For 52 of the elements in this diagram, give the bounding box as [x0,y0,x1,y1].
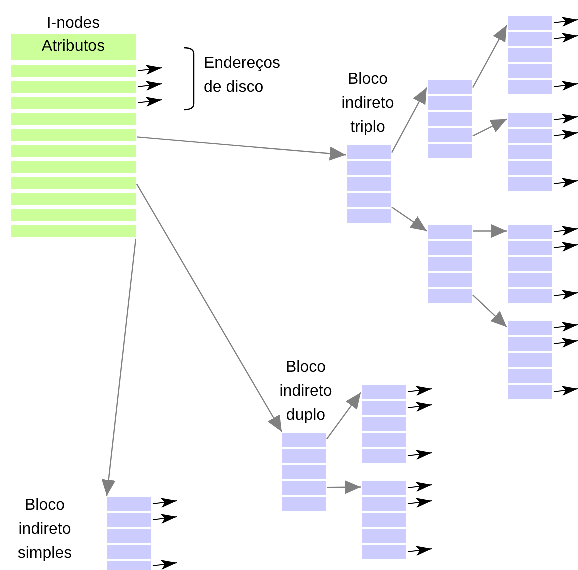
pointer-block [428,225,472,303]
arrow [408,498,432,508]
pointer-block [362,481,406,559]
arrow [408,386,432,396]
pointer-block [428,80,472,158]
pointer-block [347,145,391,223]
arrow [554,178,578,188]
arrow [408,402,432,412]
pointer-block [508,321,552,399]
arrow [102,238,137,496]
arrow [138,65,162,75]
arrow [138,81,162,91]
arrow [392,206,428,232]
arrow [554,386,578,396]
arrow [554,290,578,300]
arrow [136,184,283,432]
block-label: Bloco indireto duplo [278,358,334,426]
table-heading: I-nodes [46,14,102,34]
arrow [554,338,578,348]
arrow [152,514,178,524]
block-label: Bloco indireto triplo [340,70,396,138]
pointer-block [362,385,406,463]
pointer-block [508,225,552,303]
arrow [327,480,361,494]
arrow [408,482,432,492]
pointer-block [282,433,326,511]
arrow [136,136,346,161]
pointer-block [508,16,552,94]
arrow [554,114,578,124]
arrow [152,560,178,570]
arrow [554,242,578,252]
arrow [472,118,508,137]
arrow [554,81,578,91]
arrow [326,392,362,440]
attribute-row: Atributos [11,34,136,60]
block-label: Bloco indireto simples [16,496,74,564]
arrow [152,498,178,508]
annotation-label: Endereços de disco [204,54,282,98]
pointer-block [107,497,151,570]
arrow [554,130,578,140]
arrow [408,546,432,556]
arrow [554,17,578,27]
arrow [391,88,428,154]
pointer-block [508,113,552,191]
arrow [554,226,578,236]
arrow [473,224,507,238]
arrow [138,97,162,107]
arrow [408,450,432,460]
arrow [554,33,578,43]
arrow [472,25,508,88]
arrow [554,322,578,332]
arrow [472,294,508,328]
